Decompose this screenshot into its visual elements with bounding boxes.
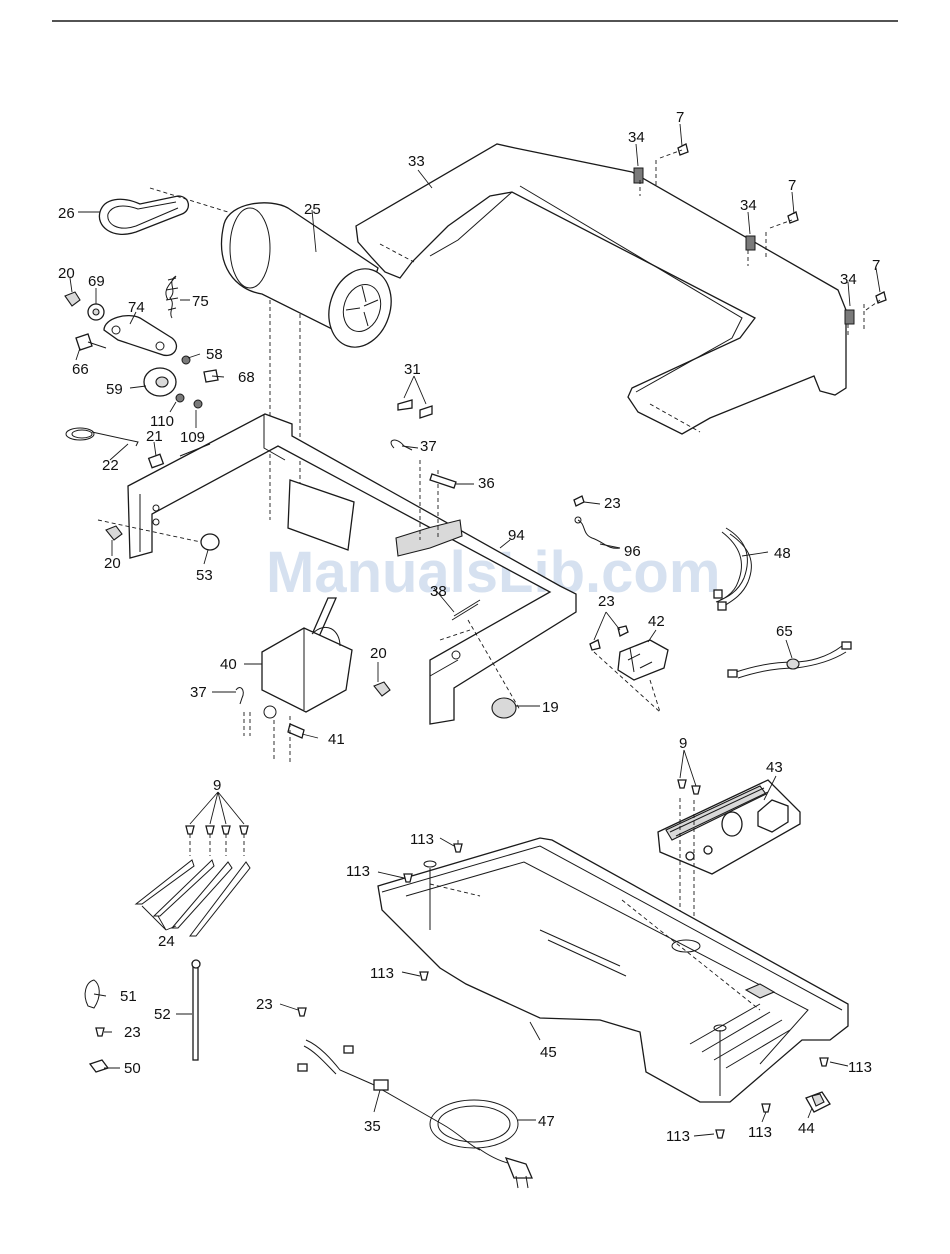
label-23: 23 (124, 1024, 141, 1041)
label-41: 41 (328, 731, 345, 748)
label-65: 65 (776, 623, 793, 640)
label-45: 45 (540, 1044, 557, 1061)
label-94: 94 (508, 527, 525, 544)
label-96: 96 (624, 543, 641, 560)
label-20: 20 (370, 645, 387, 662)
controller-board (658, 780, 800, 874)
label-9: 9 (213, 777, 221, 794)
label-58: 58 (206, 346, 223, 363)
label-37: 37 (190, 684, 207, 701)
label-74: 74 (128, 299, 145, 316)
label-75: 75 (192, 293, 209, 310)
label-21: 21 (146, 428, 163, 445)
label-22: 22 (102, 457, 119, 474)
label-113: 113 (666, 1128, 690, 1145)
label-7: 7 (788, 177, 796, 194)
label-34: 34 (840, 271, 857, 288)
label-20: 20 (104, 555, 121, 572)
label-51: 51 (120, 988, 137, 1005)
label-33: 33 (408, 153, 425, 170)
small-items (85, 960, 200, 1072)
label-68: 68 (238, 369, 255, 386)
label-34: 34 (740, 197, 757, 214)
label-113: 113 (748, 1124, 772, 1141)
label-35: 35 (364, 1118, 381, 1135)
label-7: 7 (872, 257, 880, 274)
label-31: 31 (404, 361, 421, 378)
ground-straps (136, 826, 250, 936)
label-48: 48 (774, 545, 791, 562)
power-switch (806, 1092, 830, 1112)
label-40: 40 (220, 656, 237, 673)
label-34: 34 (628, 129, 645, 146)
label-44: 44 (798, 1120, 815, 1137)
label-23: 23 (256, 996, 273, 1013)
label-69: 69 (88, 273, 105, 290)
label-66: 66 (72, 361, 89, 378)
label-20: 20 (58, 265, 75, 282)
base-pan (378, 838, 848, 1102)
label-113: 113 (346, 863, 370, 880)
label-23: 23 (604, 495, 621, 512)
label-38: 38 (430, 583, 447, 600)
label-50: 50 (124, 1060, 141, 1077)
label-26: 26 (58, 205, 75, 222)
label-52: 52 (154, 1006, 171, 1023)
label-109: 109 (180, 429, 205, 446)
label-37: 37 (420, 438, 437, 455)
label-42: 42 (648, 613, 665, 630)
choke (590, 626, 668, 680)
label-19: 19 (542, 699, 559, 716)
incline-motor (236, 598, 352, 738)
label-113: 113 (370, 965, 394, 982)
label-36: 36 (478, 475, 495, 492)
label-25: 25 (304, 201, 321, 218)
power-cord (298, 1008, 532, 1188)
label-23: 23 (598, 593, 615, 610)
label-24: 24 (158, 933, 175, 950)
label-43: 43 (766, 759, 783, 776)
label-113: 113 (410, 831, 434, 848)
label-113: 113 (848, 1059, 872, 1076)
motor-hood (356, 144, 846, 434)
label-9: 9 (679, 735, 687, 752)
drive-belt (99, 196, 188, 234)
label-53: 53 (196, 567, 213, 584)
label-47: 47 (538, 1113, 555, 1130)
label-59: 59 (106, 381, 123, 398)
label-7: 7 (676, 109, 684, 126)
